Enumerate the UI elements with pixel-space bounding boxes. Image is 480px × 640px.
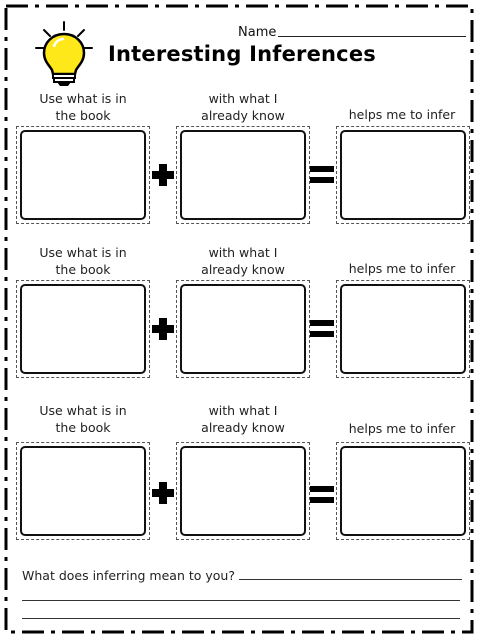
equals-icon bbox=[310, 320, 334, 338]
inference-row-1: Use what is in the book with what I alre… bbox=[0, 90, 480, 230]
name-rule[interactable] bbox=[278, 36, 466, 37]
plus-icon bbox=[152, 482, 174, 504]
lightbulb-icon bbox=[30, 18, 104, 88]
label-book: Use what is in the book bbox=[18, 244, 148, 278]
label-know-line-1: with what I bbox=[208, 91, 278, 106]
page-border bbox=[4, 4, 474, 634]
label-know: with what I already know bbox=[180, 402, 306, 436]
equals-icon bbox=[310, 166, 334, 184]
label-know-line-1: with what I bbox=[208, 245, 278, 260]
inference-row-2: Use what is in the book with what I alre… bbox=[0, 244, 480, 384]
know-box-frame[interactable] bbox=[180, 446, 306, 536]
infer-box-frame[interactable] bbox=[340, 284, 466, 374]
infer-box-frame[interactable] bbox=[340, 446, 466, 536]
label-book-line-1: Use what is in bbox=[39, 91, 127, 106]
label-book: Use what is in the book bbox=[18, 90, 148, 124]
label-know-line-1: with what I bbox=[208, 403, 278, 418]
label-infer: helps me to infer bbox=[338, 420, 466, 437]
plus-icon bbox=[152, 164, 174, 186]
label-book-line-1: Use what is in bbox=[39, 403, 127, 418]
label-know: with what I already know bbox=[180, 244, 306, 278]
know-box-frame[interactable] bbox=[180, 130, 306, 220]
question-text: What does inferring mean to you? bbox=[22, 568, 235, 583]
label-book-line-2: the book bbox=[55, 262, 111, 277]
page-title: Interesting Inferences bbox=[108, 42, 376, 66]
book-box[interactable] bbox=[16, 442, 150, 540]
book-box-frame[interactable] bbox=[20, 130, 146, 220]
label-infer: helps me to infer bbox=[338, 106, 466, 123]
book-box[interactable] bbox=[16, 280, 150, 378]
label-know: with what I already know bbox=[180, 90, 306, 124]
name-label: Name bbox=[238, 25, 277, 40]
book-box[interactable] bbox=[16, 126, 150, 224]
label-know-line-2: already know bbox=[201, 262, 285, 277]
answer-line-2[interactable] bbox=[22, 600, 460, 601]
infer-box[interactable] bbox=[336, 280, 470, 378]
label-infer-line-1: helps me to infer bbox=[348, 421, 456, 436]
answer-line-3[interactable] bbox=[22, 618, 460, 619]
label-infer-line-1: helps me to infer bbox=[348, 261, 456, 276]
book-box-frame[interactable] bbox=[20, 446, 146, 536]
know-box[interactable] bbox=[176, 280, 310, 378]
dash-dot-border bbox=[4, 4, 474, 634]
equals-icon bbox=[310, 486, 334, 504]
know-box[interactable] bbox=[176, 442, 310, 540]
label-book-line-1: Use what is in bbox=[39, 245, 127, 260]
label-know-line-2: already know bbox=[201, 108, 285, 123]
plus-icon bbox=[152, 318, 174, 340]
label-know-line-2: already know bbox=[201, 420, 285, 435]
know-box-frame[interactable] bbox=[180, 284, 306, 374]
label-infer-line-1: helps me to infer bbox=[348, 107, 456, 122]
label-book-line-2: the book bbox=[55, 108, 111, 123]
know-box[interactable] bbox=[176, 126, 310, 224]
reflection-question: What does inferring mean to you? bbox=[22, 568, 462, 583]
name-field[interactable]: Name bbox=[238, 22, 466, 40]
label-infer: helps me to infer bbox=[338, 260, 466, 277]
label-book-line-2: the book bbox=[55, 420, 111, 435]
label-book: Use what is in the book bbox=[18, 402, 148, 436]
infer-box[interactable] bbox=[336, 442, 470, 540]
answer-line-1[interactable] bbox=[238, 579, 462, 580]
infer-box-frame[interactable] bbox=[340, 130, 466, 220]
inference-row-3: Use what is in the book with what I alre… bbox=[0, 402, 480, 542]
book-box-frame[interactable] bbox=[20, 284, 146, 374]
infer-box[interactable] bbox=[336, 126, 470, 224]
